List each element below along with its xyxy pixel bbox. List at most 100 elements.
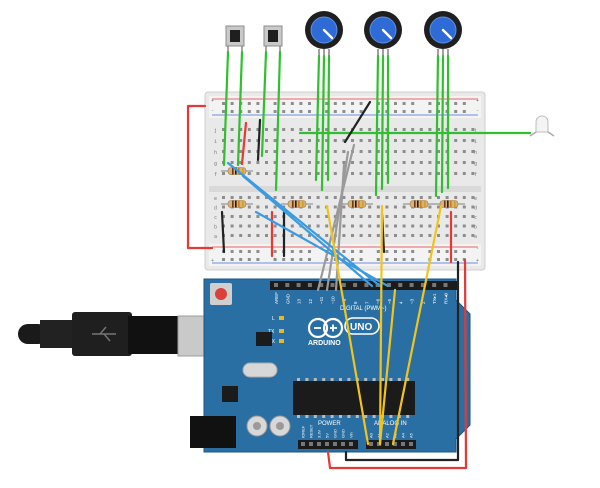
header-pin[interactable] <box>341 283 346 287</box>
rail-plus-bottom: + <box>211 258 214 264</box>
wire-yellow <box>378 288 397 446</box>
wire-gray <box>325 150 350 292</box>
wire-green <box>326 54 331 182</box>
power-pin[interactable] <box>309 442 313 446</box>
power-pin[interactable] <box>317 442 321 446</box>
wire-green <box>440 54 445 194</box>
uno-badge <box>344 317 380 335</box>
wire-green <box>260 50 268 158</box>
wire-yellow <box>325 204 370 446</box>
wire-blue <box>254 210 390 288</box>
header-pin[interactable] <box>307 283 312 287</box>
rail-plus-top-right: + <box>476 98 479 104</box>
chip-leg <box>330 415 334 418</box>
wire-blue <box>241 174 374 288</box>
header-pin[interactable] <box>420 283 425 287</box>
row-letter: d <box>214 206 217 212</box>
header-pin[interactable] <box>364 283 369 287</box>
pin-label: A4 <box>401 432 406 438</box>
header-pin[interactable] <box>353 283 358 287</box>
pin-label: A5 <box>409 432 414 438</box>
chip-leg <box>397 378 401 381</box>
header-pin[interactable] <box>443 283 448 287</box>
chip-leg <box>313 378 317 381</box>
chip-leg <box>305 415 309 418</box>
row-letter: i <box>214 139 217 145</box>
analog-pin[interactable] <box>393 442 397 446</box>
power-pin[interactable] <box>325 442 329 446</box>
wire-green <box>274 50 282 192</box>
reset-button-cap[interactable] <box>215 288 227 300</box>
chip-leg <box>347 415 351 418</box>
header-pin[interactable] <box>296 283 301 287</box>
brand-name: ARDUINO <box>308 340 341 347</box>
usb-chip <box>256 332 272 346</box>
row-letter: f <box>214 172 217 178</box>
analog-pin[interactable] <box>401 442 405 446</box>
pin-label: ~3 <box>410 298 415 304</box>
row-letter: j <box>474 128 477 134</box>
wire-green <box>314 54 321 182</box>
row-letter: j <box>214 128 217 134</box>
pin-label: AREF <box>274 292 279 304</box>
led-l <box>279 316 284 320</box>
wire-yellow <box>391 204 443 446</box>
wire-green <box>320 54 326 192</box>
rail-minus-bottom: - <box>211 246 214 252</box>
pin-label: 3.3V <box>317 429 322 438</box>
potentiometer-2[interactable] <box>364 11 402 56</box>
chip-leg <box>297 415 300 418</box>
pin-label: ~11 <box>319 296 324 304</box>
pushbutton-1[interactable] <box>225 25 245 52</box>
crystal-oscillator <box>242 362 278 378</box>
header-pin[interactable] <box>319 283 324 287</box>
chip-leg <box>347 378 351 381</box>
header-pin[interactable] <box>432 283 437 287</box>
potentiometer-1[interactable] <box>305 11 343 56</box>
power-pin[interactable] <box>333 442 337 446</box>
pushbutton-2[interactable] <box>263 25 283 52</box>
pin-label: A2 <box>385 432 390 438</box>
breadboard-holes <box>222 102 475 261</box>
header-pin[interactable] <box>409 283 414 287</box>
row-letter: g <box>474 161 477 167</box>
resistor-3 <box>281 200 313 208</box>
digital-label: DIGITAL (PWM~) <box>340 306 387 312</box>
pin-label: GND <box>333 429 338 438</box>
row-letter: i <box>474 139 477 145</box>
analog-pin[interactable] <box>409 442 413 446</box>
header-pin[interactable] <box>398 283 403 287</box>
analog-pin[interactable] <box>369 442 373 446</box>
power-pin[interactable] <box>301 442 305 446</box>
pin-label: A0 <box>369 432 374 438</box>
led-rx <box>279 339 284 343</box>
header-pin[interactable] <box>330 283 335 287</box>
pin-label: 5V <box>325 433 330 438</box>
rail-minus-top: - <box>211 108 214 114</box>
potentiometer-3[interactable] <box>424 11 462 56</box>
analog-pin[interactable] <box>385 442 389 446</box>
chip-leg <box>313 415 317 418</box>
power-pin[interactable] <box>341 442 345 446</box>
header-pin[interactable] <box>285 283 290 287</box>
row-letter: h <box>474 150 477 156</box>
analog-header <box>366 440 416 449</box>
chip-leg <box>330 378 334 381</box>
wire-green <box>236 50 244 167</box>
pin-label: 2 <box>421 301 426 304</box>
pin-label: TX▸1 <box>432 293 437 304</box>
pin-label: ~10 <box>331 296 336 304</box>
header-pin[interactable] <box>274 283 278 287</box>
header-pin[interactable] <box>387 283 391 287</box>
wire-red <box>240 121 248 166</box>
chip-leg <box>389 415 393 418</box>
chip-leg <box>381 378 384 381</box>
pin-label: 4 <box>398 301 403 304</box>
row-letter: e <box>214 196 217 202</box>
pin-label: GND <box>341 429 346 438</box>
power-pin[interactable] <box>349 442 353 446</box>
wire-black <box>256 118 262 162</box>
model-name: UNO <box>350 322 372 333</box>
